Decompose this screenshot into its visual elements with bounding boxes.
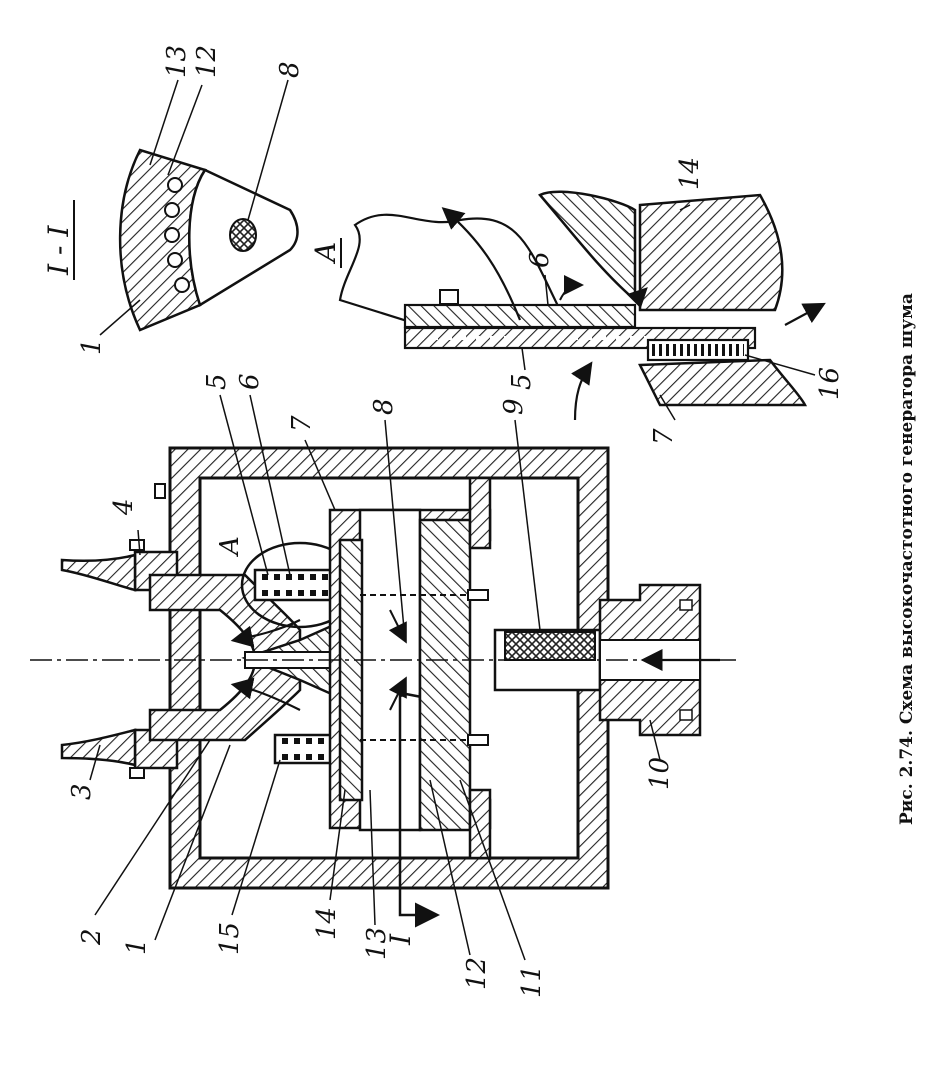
label-8-main: 8	[369, 398, 399, 415]
horn-upper-wall	[60, 553, 137, 592]
plate-12	[338, 538, 364, 802]
label-1-main: 1	[122, 938, 152, 955]
label-1-section: 1	[77, 338, 107, 355]
inlet-insert-mesh	[504, 631, 596, 661]
label-2: 2	[77, 928, 107, 946]
detail-plate-6	[403, 303, 637, 329]
plate-11	[418, 518, 472, 832]
section-i-i-view	[118, 148, 299, 332]
inlet-notch-top	[679, 599, 693, 611]
plate-8	[358, 508, 422, 832]
label-8-section: 8	[275, 61, 305, 78]
bolt-housing	[154, 483, 166, 499]
bolt-bottom	[129, 767, 145, 779]
detail-flow-arrow-6	[559, 275, 584, 301]
needle-section	[229, 218, 257, 252]
label-13-section: 13	[162, 45, 192, 78]
detail-arrow-to-14	[626, 287, 648, 309]
label-14-detail: 14	[675, 157, 705, 190]
detail-bolt	[439, 289, 459, 305]
label-3: 3	[67, 783, 97, 800]
label-11: 11	[517, 965, 547, 998]
bolt-top	[129, 539, 145, 551]
flow-arrow-3	[388, 609, 407, 644]
hole-1	[167, 177, 183, 193]
detail-flow-arrow-bottom	[571, 361, 593, 421]
detail-title: A	[309, 242, 342, 265]
inlet-notch-bottom	[679, 709, 693, 721]
label-10: 10	[645, 757, 675, 790]
label-14-main: 14	[312, 907, 342, 940]
ring-upper-teeth	[262, 574, 348, 596]
leader-lines	[89, 79, 816, 961]
label-5-detail: 5	[507, 373, 537, 390]
label-13-main: 13	[362, 927, 392, 960]
label-a-main: A	[215, 536, 245, 557]
figure-caption: Рис. 2.74. Схема высокочастотного генера…	[897, 293, 917, 825]
label-9: 9	[499, 398, 529, 415]
detail-wedge	[538, 190, 637, 303]
detail-flow-arrow-out	[784, 302, 826, 326]
section-cut-marker	[398, 690, 440, 928]
label-15: 15	[215, 922, 245, 955]
label-16: 16	[815, 367, 845, 400]
section-title: I - I	[42, 225, 75, 276]
hole-3	[164, 227, 180, 243]
flow-arrow-4	[388, 676, 407, 711]
detail-element-16	[646, 338, 750, 362]
label-cut-i: I	[384, 933, 417, 946]
label-12-section: 12	[192, 45, 222, 78]
detail-flow-arrow-top	[441, 207, 522, 321]
main-sectional-view	[30, 446, 740, 928]
label-6-detail: 6	[525, 251, 555, 268]
label-cut-i-inner: I	[397, 689, 427, 701]
flow-arrow-2	[230, 677, 301, 711]
hole-4	[167, 252, 183, 268]
label-12-main: 12	[462, 957, 492, 990]
hole-5	[174, 277, 190, 293]
label-7-detail: 7	[649, 428, 679, 445]
inner-bolt-top	[467, 589, 489, 601]
horn-lower-wall	[60, 728, 137, 767]
detail-block-7	[638, 358, 808, 407]
label-4: 4	[109, 498, 139, 516]
label-5-main: 5	[202, 373, 232, 390]
detail-block-14	[638, 193, 784, 312]
detail-a-view	[338, 190, 826, 421]
chamber-flange	[468, 476, 492, 860]
label-6-main: 6	[235, 373, 265, 390]
flow-arrow-1	[230, 619, 301, 648]
inner-bolt-bottom	[467, 734, 489, 746]
label-7-main: 7	[287, 415, 317, 432]
hole-2	[164, 202, 180, 218]
